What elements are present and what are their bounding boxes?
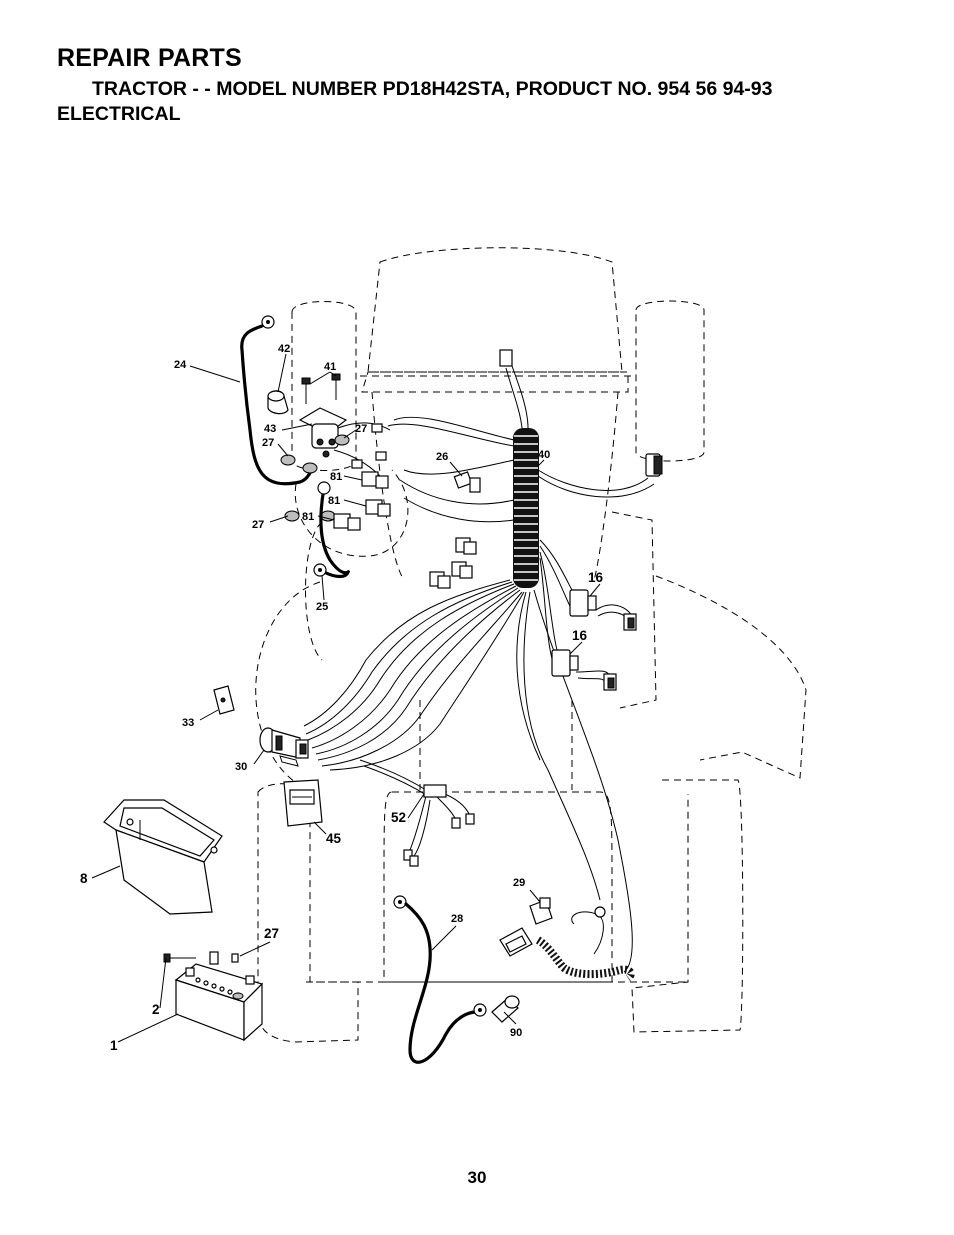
callout-1: 1 (110, 1038, 118, 1053)
callout-8: 8 (80, 871, 88, 886)
harness-convoluted-tube (513, 428, 539, 588)
callout-52: 52 (391, 810, 406, 825)
callout-40: 40 (538, 449, 550, 461)
solenoid-assembly (240, 315, 409, 579)
callout-30: 30 (235, 761, 247, 773)
leader-lines (91, 353, 601, 1043)
callout-27: 27 (264, 926, 279, 941)
relay-16-lower (551, 649, 617, 691)
callout-45: 45 (326, 831, 342, 846)
callout-16: 16 (588, 570, 604, 585)
relay-16-upper (569, 589, 637, 631)
callout-26: 26 (436, 451, 448, 463)
callout-81: 81 (302, 511, 314, 523)
battery-box-8 (103, 799, 223, 915)
page-title: REPAIR PARTS (57, 44, 242, 72)
callout-27: 27 (252, 519, 264, 531)
switch-29 (499, 897, 606, 957)
battery-hardware (163, 951, 239, 965)
callout-29: 29 (513, 877, 525, 889)
section-title: ELECTRICAL (57, 103, 181, 125)
battery-1 (174, 963, 264, 1042)
ignition-switch-30 (259, 727, 309, 767)
callout-33: 33 (182, 717, 194, 729)
wiring-harness (303, 349, 663, 973)
tractor-outline (255, 247, 807, 1043)
hour-meter-45 (283, 779, 323, 827)
callout-42: 42 (278, 343, 290, 355)
callout-24: 24 (174, 359, 187, 371)
callout-41: 41 (324, 361, 336, 373)
coil-cord (535, 936, 635, 982)
page-number: 30 (467, 1168, 487, 1187)
boot-90 (491, 995, 520, 1023)
callout-28: 28 (451, 913, 463, 925)
ground-cable-28 (393, 895, 487, 1064)
callout-81: 81 (330, 471, 342, 483)
callout-27: 27 (355, 423, 367, 435)
callout-16: 16 (572, 628, 588, 643)
callout-27: 27 (262, 437, 274, 449)
callout-43: 43 (264, 423, 276, 435)
callout-81: 81 (328, 495, 340, 507)
model-subtitle: TRACTOR - - MODEL NUMBER PD18H42STA, PRO… (92, 78, 773, 100)
callout-25: 25 (316, 601, 328, 613)
callout-numbers: 24 42 41 43 27 27 81 81 81 27 26 40 16 1… (80, 343, 604, 1053)
callout-90: 90 (510, 1027, 522, 1039)
callout-2: 2 (152, 1002, 160, 1017)
fuse-holder-33 (213, 685, 235, 715)
